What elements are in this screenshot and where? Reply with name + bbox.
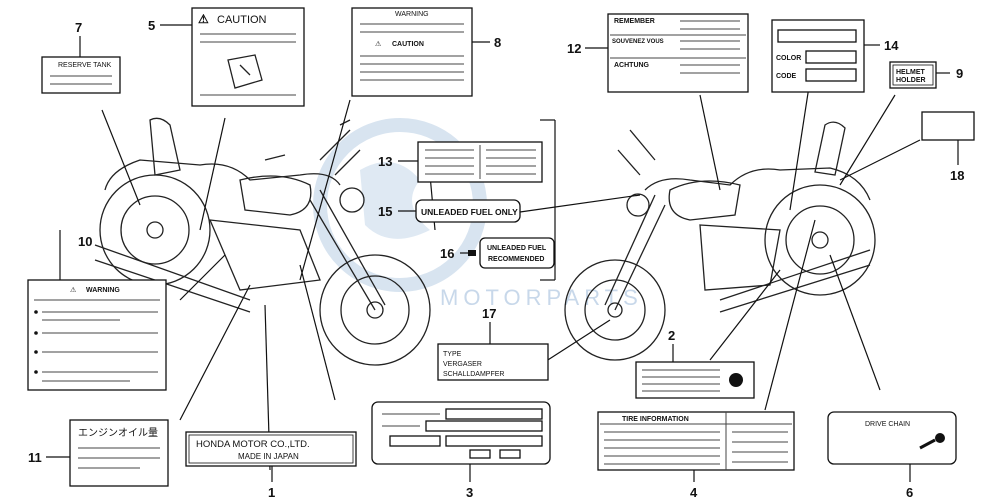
svg-text:SOUVENEZ VOUS: SOUVENEZ VOUS <box>612 39 664 45</box>
svg-text:SCHALLDAMPFER: SCHALLDAMPFER <box>443 371 504 378</box>
svg-text:ACHTUNG: ACHTUNG <box>614 62 650 69</box>
svg-text:⚠: ⚠ <box>375 40 381 48</box>
svg-text:TIRE INFORMATION: TIRE INFORMATION <box>622 416 689 423</box>
caution-subtitle: CAUTION <box>392 41 424 48</box>
svg-text:VERGASER: VERGASER <box>443 361 482 368</box>
callout-2: 2 <box>668 328 675 343</box>
svg-text:TYPE: TYPE <box>443 351 462 358</box>
motorcycle-right-view <box>564 121 876 361</box>
svg-text:UNLEADED FUEL ONLY: UNLEADED FUEL ONLY <box>421 207 518 217</box>
warning-title: WARNING <box>395 11 429 18</box>
label-8-warning-caution: WARNING ⚠ CAUTION 8 <box>351 7 501 97</box>
label-6-drive-chain: DRIVE CHAIN 6 <box>827 411 957 500</box>
label-11-engine-oil: 11 エンジンオイル量 <box>28 419 169 487</box>
label-18-blank: 18 <box>921 111 975 183</box>
callout-9: 9 <box>956 66 963 81</box>
svg-text:HELMET: HELMET <box>896 69 926 76</box>
callout-8: 8 <box>494 35 501 50</box>
svg-text:RECOMMENDED: RECOMMENDED <box>488 256 544 263</box>
svg-text:MADE IN JAPAN: MADE IN JAPAN <box>238 452 299 461</box>
svg-text:⚠: ⚠ <box>70 286 76 294</box>
svg-text:CODE: CODE <box>776 73 797 80</box>
callout-3: 3 <box>466 485 473 500</box>
label-17-type: 17 TYPE VERGASER SCHALLDAMPFER <box>437 306 549 381</box>
label-4-tire-information: TIRE INFORMATION 4 <box>597 411 795 500</box>
watermark-text: MOTORPARTS <box>440 285 643 310</box>
label-15-unleaded-fuel-only: 15 UNLEADED FUEL ONLY <box>378 199 521 223</box>
label-1-honda-motor: HONDA MOTOR CO.,LTD. MADE IN JAPAN 1 <box>185 431 357 500</box>
svg-text:⚠: ⚠ <box>198 12 209 26</box>
callout-17: 17 <box>482 306 496 321</box>
leader-lines <box>59 79 921 471</box>
callout-12: 12 <box>567 41 581 56</box>
callout-6: 6 <box>906 485 913 500</box>
label-12-remember: 12 REMEMBER SOUVENEZ VOUS ACHTUNG <box>567 13 749 93</box>
label-2: 2 <box>635 328 755 399</box>
svg-text:HONDA MOTOR CO.,LTD.: HONDA MOTOR CO.,LTD. <box>196 439 310 450</box>
callout-7: 7 <box>75 20 82 35</box>
callout-16: 16 <box>440 246 454 261</box>
label-13: 13 <box>378 141 543 183</box>
callout-14: 14 <box>884 38 899 53</box>
reserve-tank-title: RESERVE TANK <box>58 62 112 69</box>
svg-text:WARNING: WARNING <box>86 287 120 294</box>
label-3: 3 <box>371 401 551 500</box>
label-9-helmet-holder: HELMET HOLDER 9 <box>889 61 963 89</box>
label-5-caution: 5 ⚠ CAUTION <box>148 7 305 107</box>
callout-15: 15 <box>378 204 392 219</box>
callout-11: 11 <box>28 450 42 465</box>
svg-text:エンジンオイル量: エンジンオイル量 <box>78 427 158 439</box>
label-16-unleaded-recommended: 16 UNLEADED FUEL RECOMMENDED <box>440 237 555 269</box>
caution-title: CAUTION <box>217 14 267 26</box>
callout-10: 10 <box>78 234 92 249</box>
callout-4: 4 <box>690 485 698 500</box>
motorcycle-left-view <box>94 117 431 366</box>
svg-text:REMEMBER: REMEMBER <box>614 18 655 25</box>
callout-18: 18 <box>950 168 964 183</box>
svg-text:DRIVE CHAIN: DRIVE CHAIN <box>865 421 910 428</box>
label-14-color-code: COLOR CODE 14 <box>771 19 899 93</box>
callout-5: 5 <box>148 18 155 33</box>
label-10-warning: 10 ⚠ WARNING <box>27 234 167 391</box>
callout-13: 13 <box>378 154 392 169</box>
label-7-reserve-tank: 7 RESERVE TANK <box>41 20 121 94</box>
svg-text:HOLDER: HOLDER <box>896 77 926 84</box>
callout-1: 1 <box>268 485 275 500</box>
svg-text:UNLEADED FUEL: UNLEADED FUEL <box>487 245 547 252</box>
svg-text:COLOR: COLOR <box>776 55 801 62</box>
